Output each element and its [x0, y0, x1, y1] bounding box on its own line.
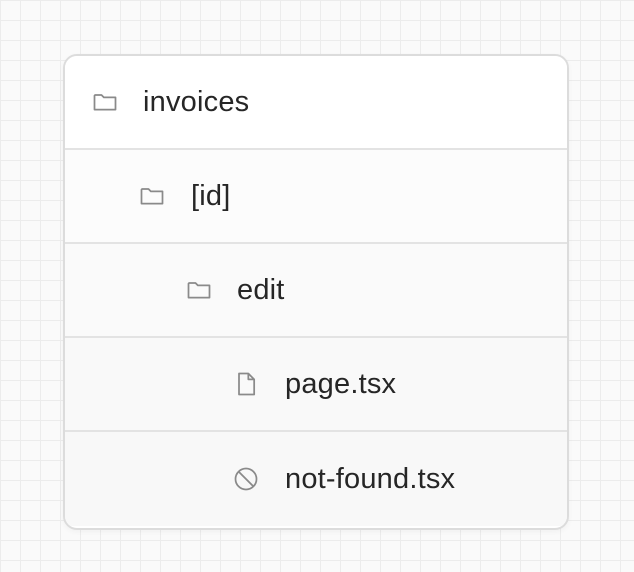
tree-item-label: not-found.tsx	[285, 462, 456, 495]
file-icon	[232, 370, 260, 398]
folder-icon	[91, 88, 119, 116]
file-tree-panel: invoices [id] edit page.tsx	[63, 54, 569, 530]
tree-item-label: [id]	[191, 179, 231, 212]
tree-item-label: edit	[237, 273, 285, 306]
folder-icon	[138, 182, 166, 210]
tree-item-id[interactable]: [id]	[65, 150, 567, 244]
tree-item-label: page.tsx	[285, 367, 397, 400]
tree-item-not-found-tsx[interactable]: not-found.tsx	[65, 432, 567, 526]
folder-icon	[185, 276, 213, 304]
not-allowed-icon	[232, 465, 260, 493]
tree-item-invoices[interactable]: invoices	[65, 56, 567, 150]
tree-item-edit[interactable]: edit	[65, 244, 567, 338]
tree-item-label: invoices	[143, 85, 250, 118]
tree-item-page-tsx[interactable]: page.tsx	[65, 338, 567, 432]
